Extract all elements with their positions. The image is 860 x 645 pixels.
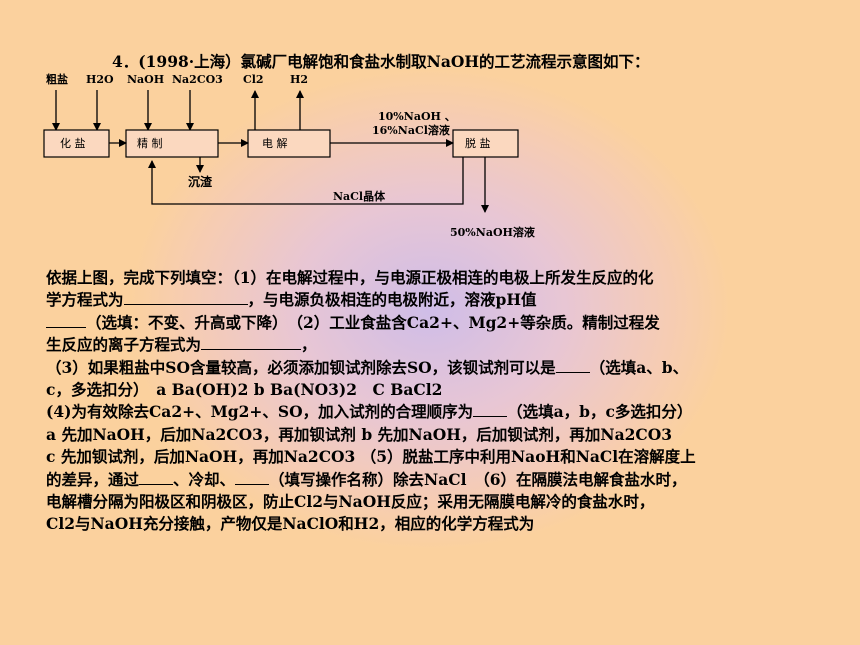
text-line-4: 生反应的离子方程式为 ， — [46, 334, 846, 356]
answer-blank-1[interactable] — [123, 290, 248, 306]
text-line-10b: 、冷却、 — [173, 469, 236, 489]
problem-title: 4．(1998·上海）氯碱厂电解饱和食盐水制取NaOH的工艺流程示意图如下： — [112, 52, 650, 71]
label-final-product: 50%NaOH溶液 — [450, 225, 536, 239]
box-label-desalt: 脱 盐 — [465, 136, 491, 150]
text-line-4b: ， — [301, 335, 317, 355]
box-label-electrolysis: 电 解 — [262, 136, 288, 150]
text-line-12: Cl2与NaOH充分接触，产物仅是NaClO和H2，相应的化学方程式为 — [46, 514, 535, 534]
label-product-line2: 16%NaCl溶液 — [372, 123, 451, 137]
process-flow-diagram: 粗盐 H2O NaOH Na2CO3 Cl2 H2 化 盐 精 制 电 解 脱 … — [43, 72, 536, 239]
text-line-3a: （选填：不变、升高或下降） （2）工业食盐含Ca2+、Mg2+等杂质。精制过程发 — [86, 312, 660, 332]
answer-blank-6[interactable] — [139, 470, 174, 485]
answer-blank-2[interactable] — [46, 313, 86, 328]
input-label-salt: 粗盐 — [46, 72, 68, 86]
label-residue: 沉渣 — [188, 174, 213, 189]
answer-blank-5[interactable] — [473, 402, 508, 418]
question-text: 依据上图，完成下列填空：（1）在电解过程中，与电源正极相连的电极上所发生反应的化… — [46, 267, 846, 536]
text-line-9: c 先加钡试剂，后加NaOH，再加Na2CO3 （5）脱盐工序中利用NaoH和N… — [46, 447, 696, 467]
box-desalt — [452, 129, 519, 158]
text-line-5: （3）如果粗盐中SO含量较高，必须添加钡试剂除去SO，该钡试剂可以是 （选填a、b… — [46, 357, 846, 379]
input-label-cl2: Cl2 — [243, 73, 264, 86]
input-label-naoh: NaOH — [127, 73, 164, 86]
text-line-7b: （选填a，b，c多选扣分） — [507, 402, 693, 422]
text-line-7: (4)为有效除去Ca2+、Mg2+、SO，加入试剂的合理顺序为 （选填a，b，c多… — [46, 401, 846, 423]
text-line-10: 的差异，通过 、冷却、 （填写操作名称）除去NaCl （6）在隔膜法电解食盐水时， — [46, 469, 846, 491]
box-refine — [125, 129, 219, 158]
text-line-10c: （填写操作名称）除去NaCl （6）在隔膜法电解食盐水时， — [269, 469, 687, 489]
text-line-2a: 学方程式为 — [46, 290, 124, 310]
text-line-3: （选填：不变、升高或下降） （2）工业食盐含Ca2+、Mg2+等杂质。精制过程发 — [46, 312, 846, 334]
text-line-10a: 的差异，通过 — [46, 469, 140, 489]
text-line-2: 学方程式为 ，与电源负极相连的电极附近，溶液pH值 — [46, 289, 846, 311]
text-line-2b: ，与电源负极相连的电极附近，溶液pH值 — [247, 290, 537, 310]
text-line-6: c，多选扣分） a Ba(OH)2 b Ba(NO3)2 C BaCl2 — [46, 380, 443, 400]
text-line-4a: 生反应的离子方程式为 — [46, 335, 202, 355]
answer-blank-3[interactable] — [201, 335, 302, 351]
box-label-dissolve: 化 盐 — [60, 136, 86, 150]
input-label-h2: H2 — [290, 73, 308, 86]
text-line-1: 依据上图，完成下列填空：（1）在电解过程中，与电源正极相连的电极上所发生反应的化 — [46, 268, 654, 287]
input-label-h2o: H2O — [86, 73, 114, 86]
text-line-11: 电解槽分隔为阳极区和阴极区，防止Cl2与NaOH反应；采用无隔膜电解冷的食盐水时… — [46, 492, 655, 512]
label-product-line1: 10%NaOH 、 — [378, 110, 456, 123]
text-line-7a: (4)为有效除去Ca2+、Mg2+、SO，加入试剂的合理顺序为 — [46, 402, 474, 422]
box-label-refine: 精 制 — [137, 137, 163, 150]
text-line-8: a 先加NaOH，后加Na2CO3，再加钡试剂 b 先加NaOH，后加钡试剂，再… — [46, 424, 673, 444]
input-label-na2co3: Na2CO3 — [172, 73, 223, 86]
text-line-5b: （选填a、b、 — [589, 357, 689, 377]
text-line-5a: （3）如果粗盐中SO含量较高，必须添加钡试剂除去SO，该钡试剂可以是 — [46, 357, 556, 377]
label-recycle: NaCl晶体 — [333, 189, 386, 203]
answer-blank-4[interactable] — [555, 358, 590, 373]
box-electrolysis — [247, 129, 331, 158]
answer-blank-7[interactable] — [235, 470, 270, 485]
arrow-recycle-nacl — [148, 157, 464, 205]
